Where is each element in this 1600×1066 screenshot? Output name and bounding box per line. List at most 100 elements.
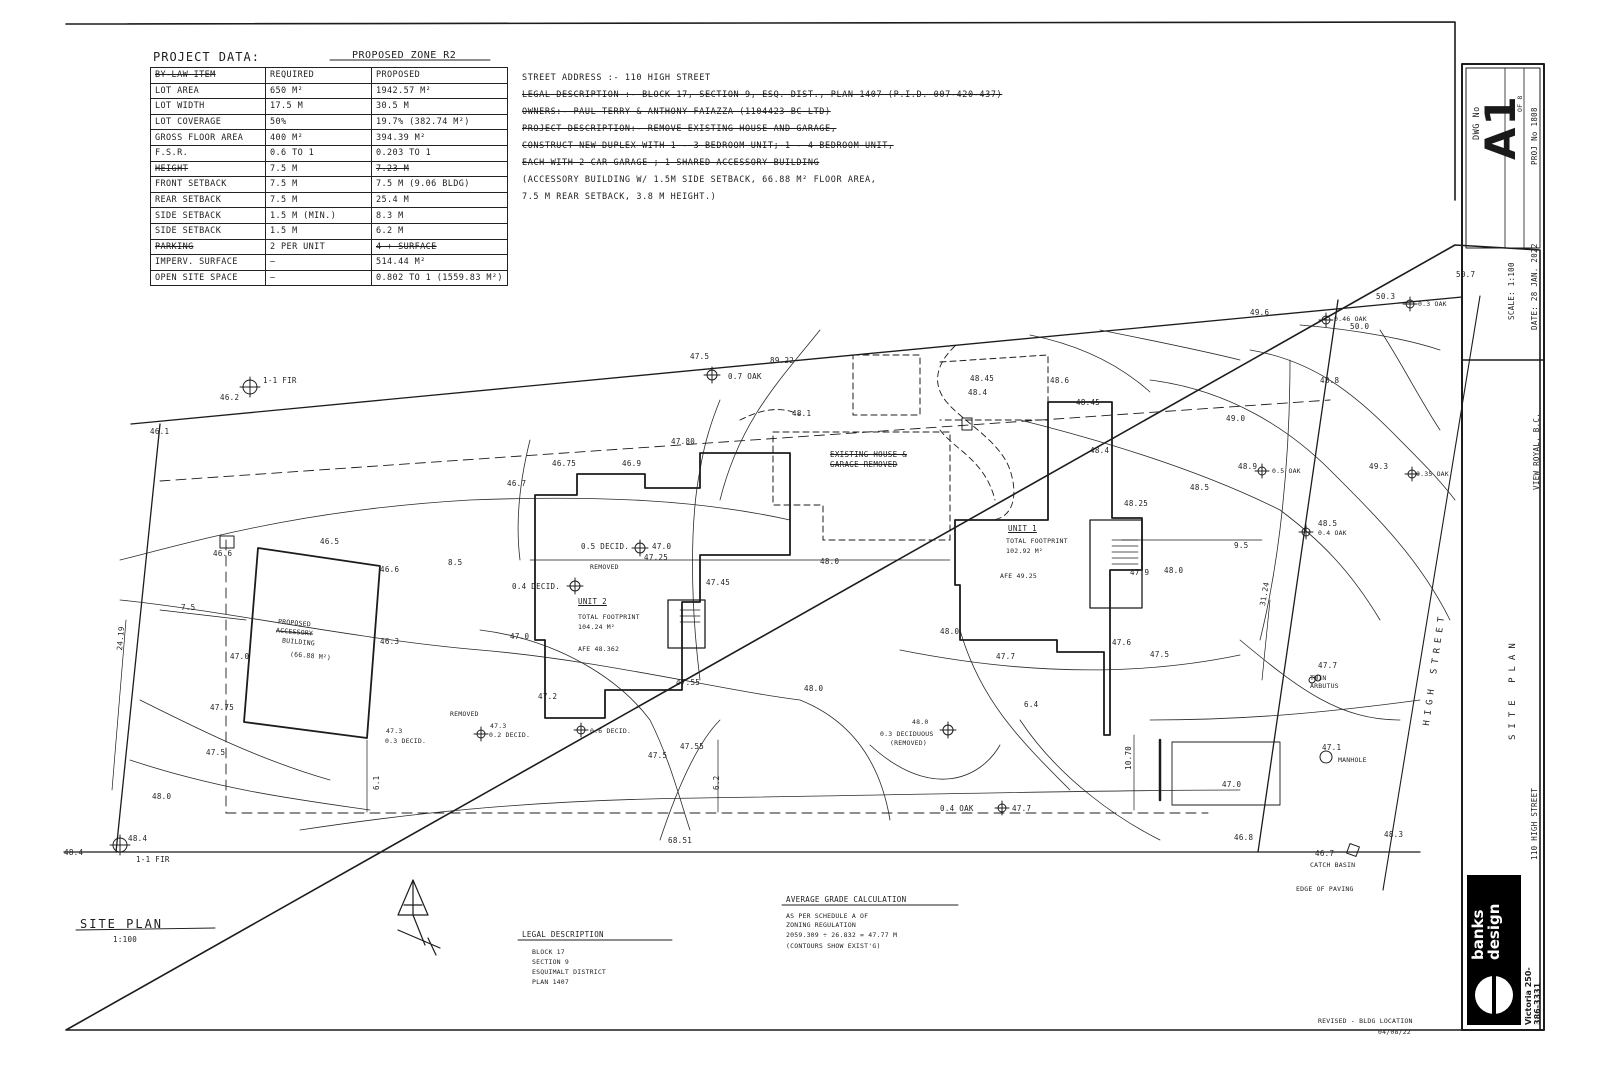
contour-elevation-label: 48.0: [940, 627, 960, 636]
tree-oak-e3: 0.5 OAK: [1272, 467, 1301, 475]
cell-item: PARKING: [150, 238, 266, 256]
cell-proposed: 25.4 M: [371, 191, 508, 209]
cell-proposed: 0.802 TO 1 (1559.83 M²): [371, 269, 508, 287]
firm-name-line: design: [1485, 903, 1503, 960]
dim-9-5: 9.5: [1234, 541, 1249, 550]
project-number: PROJ No 1808: [1530, 107, 1539, 165]
grade-line: 2059.309 ÷ 26.832 = 47.77 M: [786, 931, 898, 939]
cell-item: LOT AREA: [150, 82, 266, 100]
unit-1-area: 102.92 M²: [1006, 547, 1044, 555]
legal-line: ESQUIMALT DISTRICT: [532, 968, 607, 976]
title-block: [1461, 63, 1545, 1031]
legal-line: BLOCK 17: [532, 948, 565, 956]
unit-1-label: UNIT 1: [1008, 524, 1037, 533]
contour-elevation-label: 48.0: [1164, 566, 1184, 575]
contour-elevation-label: 48.0: [152, 792, 172, 801]
tree-oak-e2-elev: 50.3: [1376, 292, 1396, 301]
cell-item: F.S.R.: [150, 144, 266, 162]
tree-decid-05-elev: 47.0: [652, 542, 672, 551]
tree-oak-e5-elev: 48.5: [1318, 519, 1338, 528]
contour-elevation-label: 47.0: [510, 632, 530, 641]
average-grade-title: AVERAGE GRADE CALCULATION: [786, 895, 907, 904]
dim-7-5: 7.5: [181, 603, 196, 612]
contour-elevation-label: 6.4: [1024, 700, 1039, 709]
cell-required: —: [265, 254, 372, 271]
cell-item: OPEN SITE SPACE: [150, 269, 266, 287]
contour-elevation-label: 46.5: [320, 537, 340, 546]
project-location: VIEW ROYAL, B.C.: [1532, 412, 1541, 490]
contour-elevation-label: 47.5: [648, 751, 668, 760]
site-plan-scale: 1:100: [113, 935, 138, 944]
note-line: EACH WITH 2 CAR GARAGE ; 1 SHARED ACCESS…: [522, 158, 820, 168]
dim-north: 89.22: [770, 356, 795, 365]
tree-oak-e5: 0.4 OAK: [1318, 529, 1347, 537]
drawing-date: DATE: 28 JAN. 2022: [1530, 243, 1539, 330]
cell-proposed: 7.5 M (9.06 BLDG): [371, 176, 508, 193]
cell-proposed: 1942.57 M²: [371, 82, 508, 100]
firm-name-line: banks: [1469, 909, 1487, 960]
tree-decid-03-elev: 47.3: [386, 727, 403, 735]
grade-line: (CONTOURS SHOW EXIST'G): [786, 942, 881, 950]
twin-arbutus: TWIN ARBUTUS: [1310, 674, 1339, 690]
table-row: OPEN SITE SPACE—0.802 TO 1 (1559.83 M²): [150, 269, 508, 287]
contour-elevation-label: 46.75: [552, 459, 577, 468]
dim-6-1: 6.1: [372, 775, 381, 790]
note-line: PROJECT DESCRIPTION:- REMOVE EXISTING HO…: [522, 124, 837, 134]
tree-decid-06-c: (REMOVED): [890, 739, 928, 747]
cell-item: LOT WIDTH: [150, 98, 266, 115]
tree-decid-02-elev: 47.3: [490, 722, 507, 730]
firm-phone: Victoria 250-386-3331: [1524, 967, 1542, 1025]
cell-item: LOT COVERAGE: [150, 113, 266, 131]
tree-oak-e4-elev: 49.3: [1369, 462, 1389, 471]
legal-description-title: LEGAL DESCRIPTION: [522, 930, 604, 939]
note-line: (ACCESSORY BUILDING W/ 1.5M SIDE SETBACK…: [522, 175, 877, 185]
iron-rod-nw-label: 1-1 FIR: [263, 376, 297, 385]
contour-elevation-label: 47.0: [230, 652, 250, 661]
cell-item: SIDE SETBACK: [150, 222, 266, 240]
iron-rod-sw-elev: 48.4: [128, 834, 148, 843]
tree-oak-south: 0.4 OAK: [940, 804, 974, 813]
legal-line: PLAN 1407: [532, 978, 570, 986]
tree-oak-e1: 0.46 OAK: [1334, 315, 1367, 323]
cell-item: GROSS FLOOR AREA: [150, 129, 266, 146]
contour-elevation-label: 48.6: [1050, 376, 1070, 385]
table-header-row: BY-LAW ITEM REQUIRED PROPOSED: [150, 67, 508, 84]
cell-proposed: 4 + SURFACE: [371, 238, 508, 256]
catch-basin-elev: 46.7: [1315, 849, 1335, 858]
drawing-scale: SCALE: 1:100: [1507, 262, 1516, 320]
contour-elevation-label: 47.25: [644, 553, 669, 562]
contour-elevation-label: 50.0: [1350, 322, 1370, 331]
sheet-title: SITE PLAN: [1508, 637, 1518, 740]
tree-decid-04: 0.4 DECID.: [512, 582, 561, 591]
drawing-of: OF 8: [1516, 95, 1524, 112]
tree-decid-06: 0.6 DECID.: [590, 727, 632, 735]
contour-elevation-label: 50.7: [1456, 270, 1476, 279]
contour-elevation-label: 47.7: [996, 652, 1016, 661]
cell-required: 7.5 M: [265, 160, 372, 178]
revision-note: REVISED - BLDG LOCATION: [1318, 1017, 1413, 1025]
contour-elevation-label: 47.6: [1112, 638, 1132, 647]
cell-proposed: 394.39 M²: [371, 129, 508, 146]
accessory-building-outline: [243, 547, 381, 739]
dim-south: 68.51: [668, 836, 693, 845]
cell-item: SIDE SETBACK: [150, 207, 266, 224]
twin-arbutus-elev: 47.7: [1318, 661, 1338, 670]
tree-oak-e1-elev: 49.6: [1250, 308, 1270, 317]
tree-decid-05: 0.5 DECID.: [581, 542, 630, 551]
note-line: 7.5 M REAR SETBACK, 3.8 M HEIGHT.): [522, 192, 717, 202]
cell-required: 7.5 M: [265, 191, 372, 209]
unit-1-afe: AFE 49.25: [1000, 572, 1038, 580]
cell-proposed: 30.5 M: [371, 98, 508, 115]
contour-elevation-label: 46.3: [380, 637, 400, 646]
note-line: OWNERS:- PAUL TERRY & ANTHONY FAIAZZA (1…: [522, 107, 831, 117]
